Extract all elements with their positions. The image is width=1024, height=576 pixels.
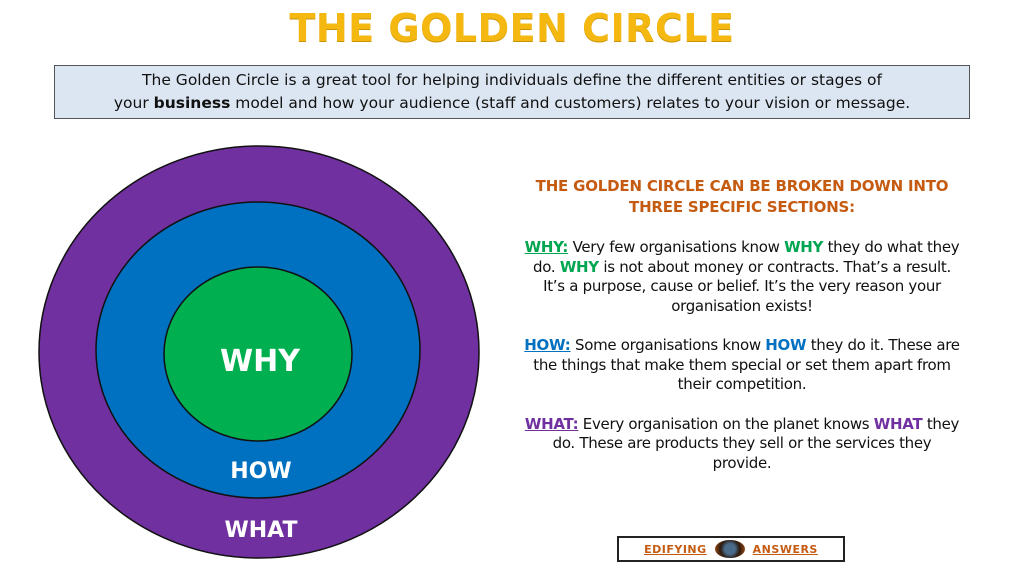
what-keyword: WHAT [873,414,923,433]
how-label: HOW [230,459,291,484]
why-keyword: WHY [784,238,824,256]
why-text: they do what they do. [533,238,960,276]
how-key: HOW: [524,336,571,354]
what-label: WHAT [224,518,297,543]
intro-line-1: The Golden Circle is a great tool for he… [142,71,882,89]
intro-bold-word: business [153,94,231,112]
what-text: they do. These are products they sell or… [552,414,960,472]
logo-text-right: ANSWERS [752,542,818,556]
intro-text: model and how your audience (staff and c… [230,94,911,112]
why-keyword: WHY [559,257,599,276]
how-keyword: HOW [765,336,807,354]
what-paragraph: WHAT: Every organisation on the planet k… [522,415,962,474]
heading-line-2: THREE SPECIFIC SECTIONS: [629,198,855,216]
what-text: Every organisation on the planet knows [578,414,874,433]
sections-heading: THE GOLDEN CIRCLE CAN BE BROKEN DOWN INT… [522,176,962,218]
logo-emblem-icon [714,540,745,558]
intro-line-2: your business model and how your audienc… [55,92,969,115]
how-text: Some organisations know [570,336,766,354]
edifying-answers-logo: EDIFYING ANSWERS [617,536,845,562]
how-text: they do it. These are the things that ma… [533,336,960,393]
why-label: WHY [220,344,301,379]
how-paragraph: HOW: Some organisations know HOW they do… [522,336,962,395]
why-circle [163,266,353,442]
intro-text: your [113,94,154,112]
sections-panel: THE GOLDEN CIRCLE CAN BE BROKEN DOWN INT… [522,176,962,473]
why-text: is not about money or contracts. That’s … [543,257,951,315]
what-key: WHAT: [524,414,579,433]
why-key: WHY: [524,238,569,256]
heading-line-1: THE GOLDEN CIRCLE CAN BE BROKEN DOWN INT… [535,177,949,195]
logo-text-left: EDIFYING [644,542,707,556]
intro-box: The Golden Circle is a great tool for he… [54,65,970,119]
page-title: THE GOLDEN CIRCLE [289,6,735,50]
why-paragraph: WHY: Very few organisations know WHY the… [522,238,962,316]
why-text: Very few organisations know [568,238,785,256]
